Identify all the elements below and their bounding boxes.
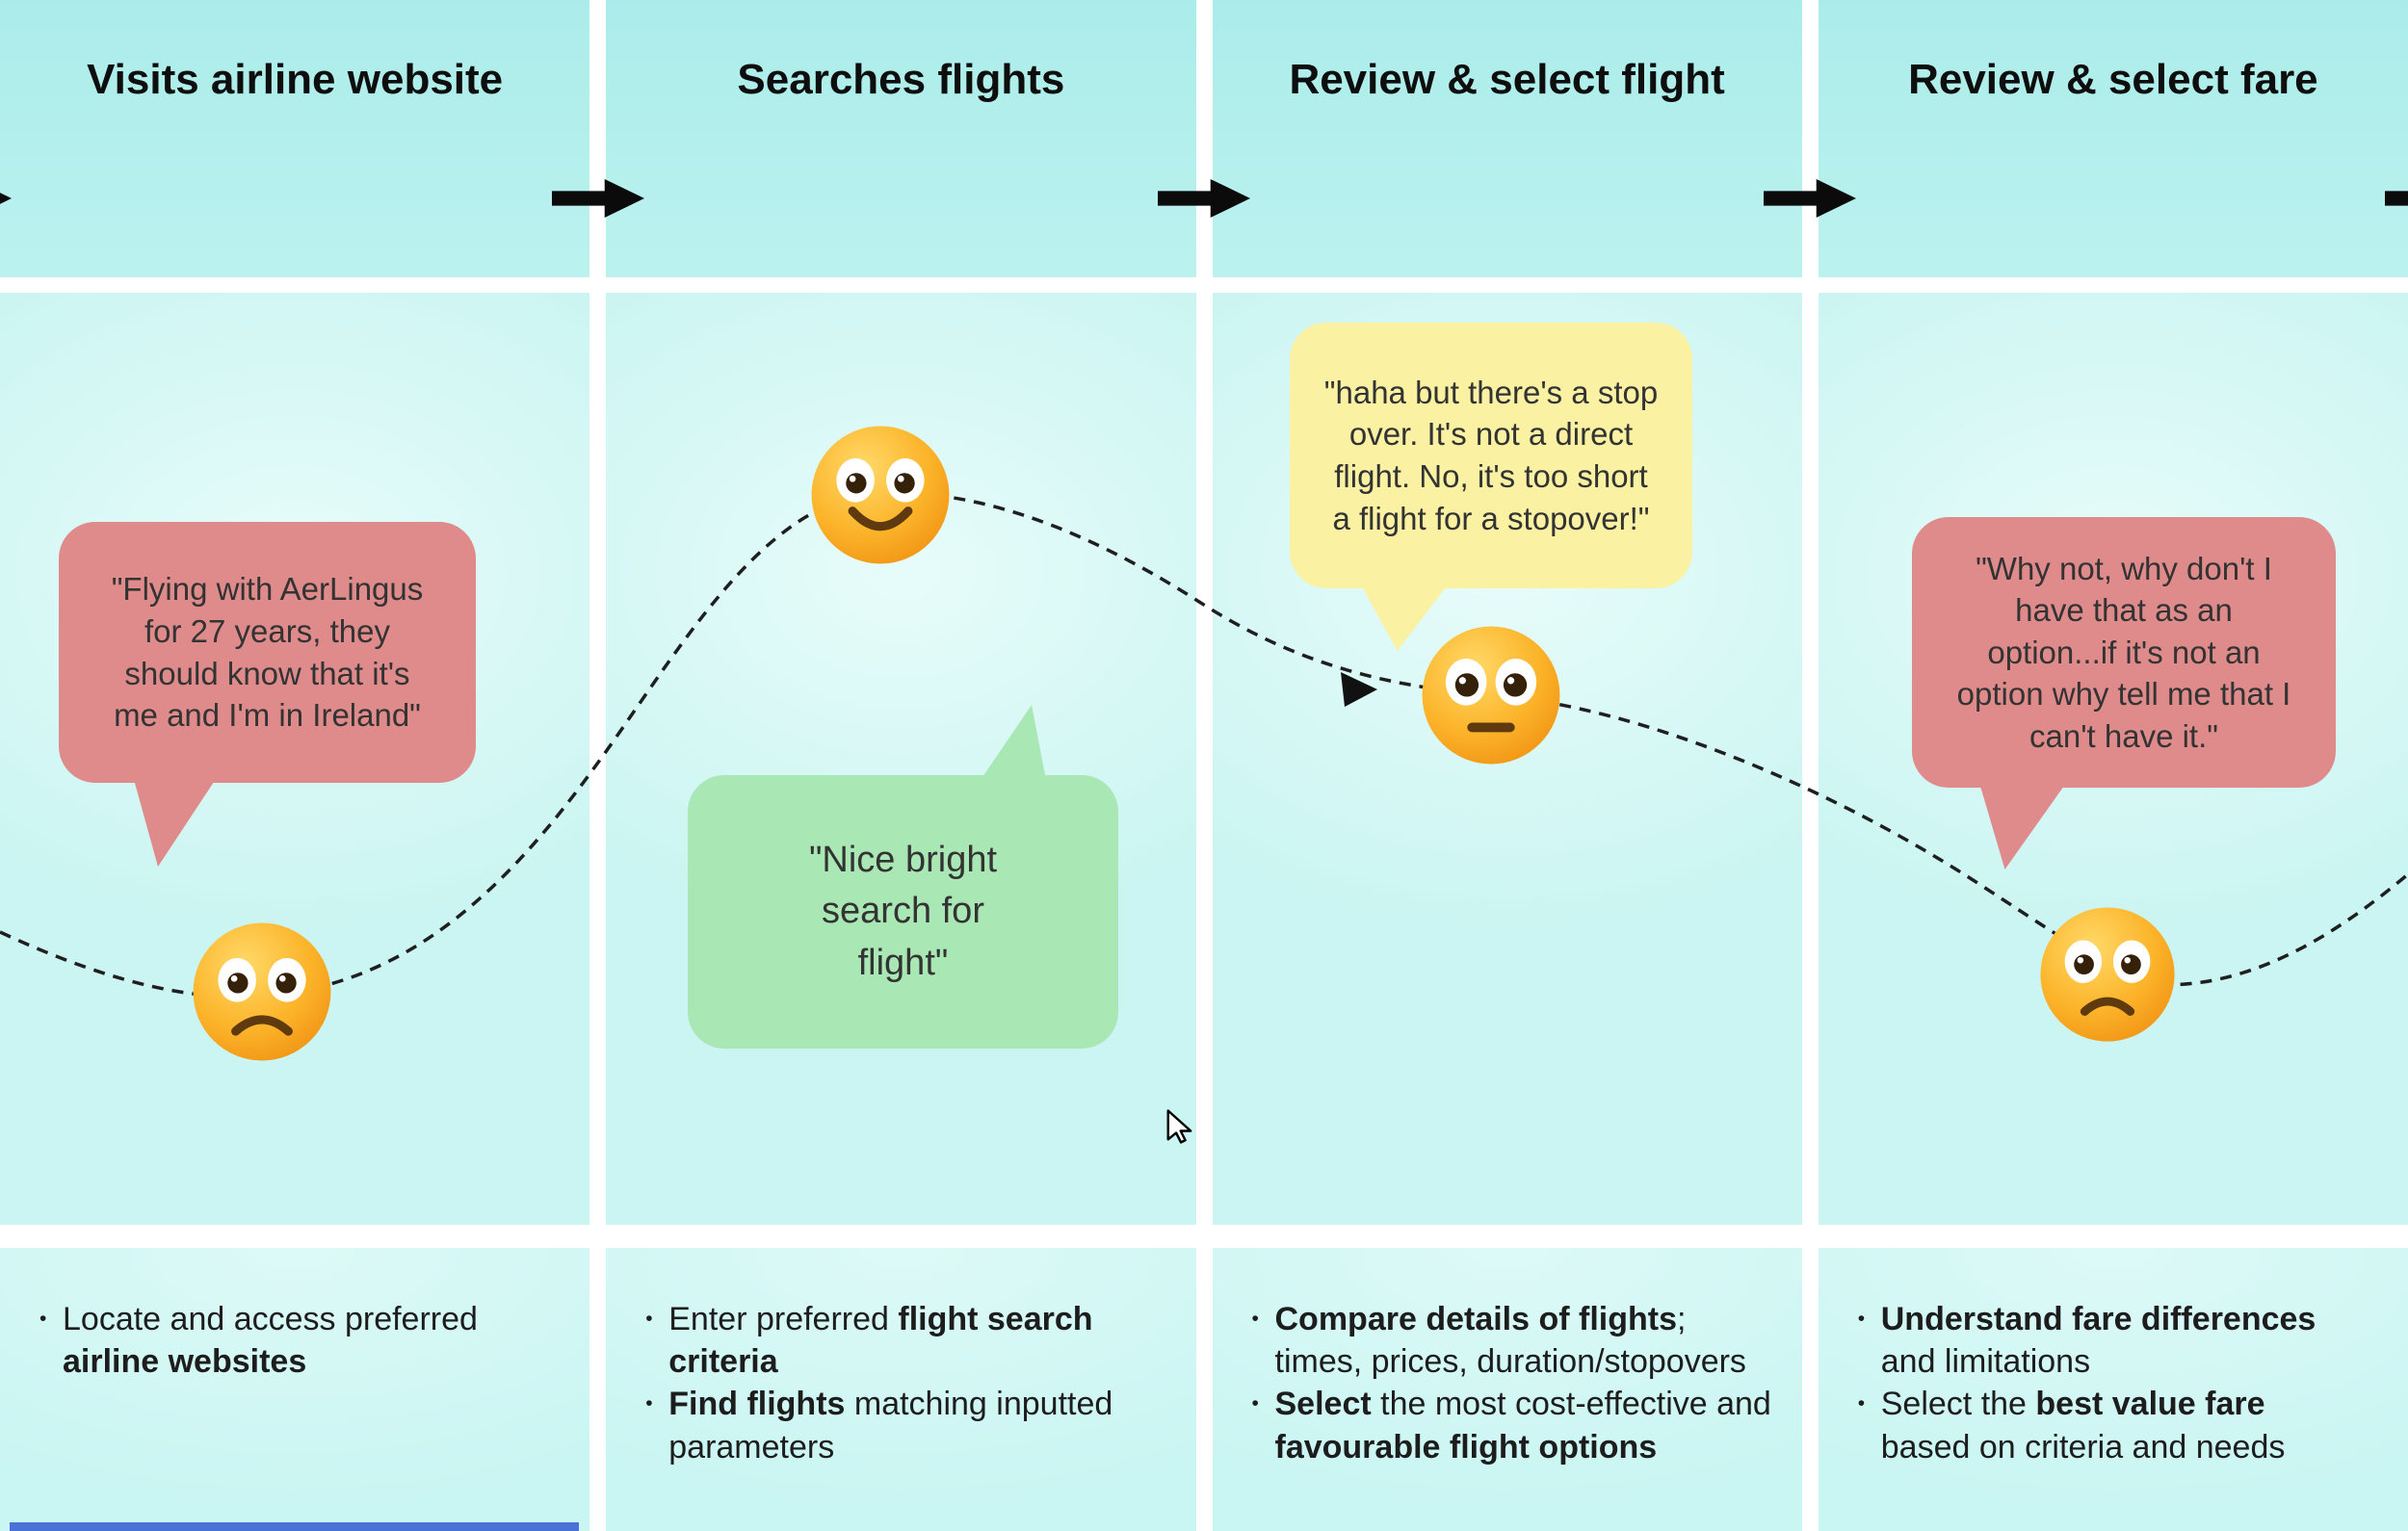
mouse-cursor-icon [1160, 1107, 1200, 1153]
stage-header-row: Visits airline website Searches flights … [0, 0, 2408, 277]
stage-actions-card-3[interactable]: Compare details of flights; times, price… [1212, 1248, 1802, 1531]
stage-header-card-1[interactable]: Visits airline website [0, 0, 590, 277]
actions-list: Enter preferred flight search criteria F… [642, 1298, 1178, 1468]
action-item: Find flights matching inputted parameter… [642, 1383, 1169, 1467]
action-item: Enter preferred flight search criteria [642, 1298, 1169, 1383]
quote-bubble-negative[interactable]: "Why not, why don't I have that as an op… [1912, 517, 2336, 788]
stage-title: Visits airline website [87, 56, 504, 103]
stage-title: Searches flights [737, 56, 1065, 103]
actions-list: Understand fare differences and limitati… [1855, 1298, 2391, 1468]
next-row-card-edge [10, 1522, 579, 1531]
action-item: Understand fare differences and limitati… [1855, 1298, 2348, 1383]
neutral-emoji-icon[interactable] [1418, 622, 1564, 773]
action-item: Select the best value fare based on crit… [1855, 1383, 2348, 1467]
stage-header-card-4[interactable]: Review & select fare [1818, 0, 2408, 277]
stage-title: Review & select fare [1908, 56, 2318, 103]
action-item: Select the most cost-effective and favou… [1249, 1383, 1776, 1467]
stage-header-card-3[interactable]: Review & select flight [1212, 0, 1802, 277]
actions-list: Compare details of flights; times, price… [1249, 1298, 1785, 1468]
quote-bubble-mixed[interactable]: "haha but there's a stop over. It's not … [1290, 323, 1692, 588]
stage-actions-card-1[interactable]: Locate and access preferred airline webs… [0, 1248, 590, 1531]
actions-list: Locate and access preferred airline webs… [37, 1298, 572, 1383]
quote-bubble-positive[interactable]: "Nice bright search for flight" [688, 775, 1118, 1049]
sad-emoji-icon[interactable] [189, 919, 335, 1070]
stage-actions-card-2[interactable]: Enter preferred flight search criteria F… [606, 1248, 1196, 1531]
stage-actions-card-4[interactable]: Understand fare differences and limitati… [1818, 1248, 2408, 1531]
action-item: Locate and access preferred airline webs… [37, 1298, 563, 1383]
stage-header-card-2[interactable]: Searches flights [606, 0, 1196, 277]
action-item: Compare details of flights; times, price… [1249, 1298, 1776, 1383]
worried-emoji-icon[interactable] [2036, 903, 2179, 1051]
happy-emoji-icon[interactable] [807, 422, 954, 573]
quote-bubble-negative[interactable]: "Flying with AerLingus for 27 years, the… [59, 522, 476, 783]
stage-title: Review & select flight [1289, 56, 1725, 103]
stage-actions-row: Locate and access preferred airline webs… [0, 1248, 2408, 1531]
